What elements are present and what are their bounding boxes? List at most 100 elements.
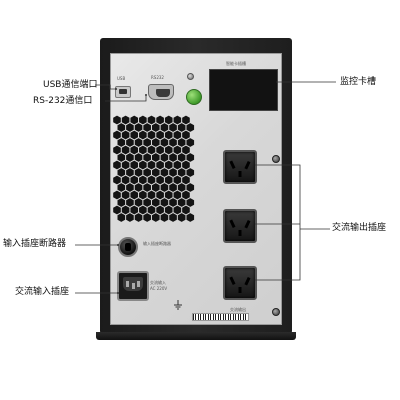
vent-hole bbox=[182, 130, 190, 140]
vent-hole bbox=[126, 123, 134, 132]
vent-hole bbox=[117, 153, 126, 162]
inlet-pin bbox=[137, 281, 140, 287]
vent-hole bbox=[147, 205, 156, 215]
vent-hole bbox=[169, 153, 177, 162]
vent-hole bbox=[164, 145, 173, 155]
vent-hole bbox=[151, 123, 160, 132]
vent-hole bbox=[143, 153, 151, 162]
vent-hole bbox=[177, 138, 186, 147]
green-reset-button[interactable] bbox=[186, 89, 202, 105]
vent-hole bbox=[177, 183, 186, 192]
screw-icon bbox=[187, 73, 194, 80]
callout-ac-output: 交流输出插座 bbox=[332, 223, 387, 233]
vent-hole bbox=[134, 213, 143, 222]
vent-hole bbox=[160, 153, 169, 162]
monitor-slot-print: 智能卡插槽 bbox=[226, 61, 246, 66]
vent-hole bbox=[143, 123, 151, 132]
vent-hole bbox=[182, 115, 190, 125]
vent-hole bbox=[164, 115, 173, 125]
vent-hole bbox=[169, 213, 177, 222]
vent-hole bbox=[177, 198, 186, 207]
vent-hole bbox=[186, 168, 195, 177]
ac-input-inlet[interactable] bbox=[117, 271, 149, 301]
vent-hole bbox=[126, 213, 134, 222]
vent-hole bbox=[147, 115, 156, 125]
inlet-pin bbox=[131, 283, 135, 289]
vent-hole bbox=[134, 153, 143, 162]
vent-hole bbox=[173, 115, 182, 125]
rs232-pins bbox=[156, 89, 170, 97]
usb-print: USB bbox=[117, 76, 126, 81]
vent-hole bbox=[130, 130, 139, 140]
vent-hole bbox=[186, 138, 195, 147]
vent-hole bbox=[173, 160, 182, 170]
vent-hole bbox=[164, 205, 173, 215]
output-print: 交流输出 bbox=[230, 307, 246, 312]
callout-monitor-slot: 监控卡槽 bbox=[340, 77, 377, 87]
vent-hole bbox=[169, 168, 177, 177]
vent-hole bbox=[164, 130, 173, 140]
barcode-label bbox=[192, 313, 249, 321]
vent-hole bbox=[151, 198, 160, 207]
vent-hole bbox=[130, 115, 139, 125]
vent-hole bbox=[169, 123, 177, 132]
inlet-socket bbox=[123, 277, 143, 291]
vent-hole bbox=[121, 130, 130, 140]
vent-hole bbox=[156, 175, 164, 185]
ac-output-outlet-2[interactable] bbox=[223, 209, 257, 243]
vent-hole bbox=[151, 168, 160, 177]
vent-hole bbox=[130, 175, 139, 185]
vent-hole bbox=[134, 138, 143, 147]
vent-hole bbox=[117, 213, 126, 222]
vent-hole bbox=[177, 153, 186, 162]
vent-hole bbox=[186, 183, 195, 192]
monitor-card-slot[interactable] bbox=[209, 69, 278, 111]
vent-hole bbox=[126, 168, 134, 177]
callout-usb-port: USB通信端口 bbox=[43, 80, 98, 90]
vent-hole bbox=[151, 138, 160, 147]
ac-output-outlet-3[interactable] bbox=[223, 266, 257, 300]
vent-hole bbox=[113, 205, 121, 215]
vent-hole bbox=[147, 160, 156, 170]
inlet-print: 交流输入 bbox=[150, 280, 166, 285]
rs232-print: RS232 bbox=[151, 75, 164, 80]
vent-hole bbox=[143, 138, 151, 147]
vent-hole bbox=[186, 198, 195, 207]
outlet-socket-icon bbox=[229, 276, 251, 293]
vent-hole bbox=[173, 130, 182, 140]
vent-hole bbox=[160, 123, 169, 132]
vent-hole bbox=[139, 145, 147, 155]
vent-hole bbox=[156, 160, 164, 170]
vent-hole bbox=[186, 213, 195, 222]
vent-hole bbox=[130, 160, 139, 170]
outlet-socket-icon bbox=[229, 219, 251, 236]
vent-hole bbox=[173, 190, 182, 200]
callout-ac-input: 交流输入插座 bbox=[15, 287, 70, 297]
vent-hole bbox=[126, 198, 134, 207]
rs232-port[interactable] bbox=[146, 83, 174, 100]
honeycomb-vent bbox=[113, 115, 195, 222]
vent-hole bbox=[182, 205, 190, 215]
vent-hole bbox=[143, 198, 151, 207]
vent-hole bbox=[186, 153, 195, 162]
breaker-print: 输入插座断路器 bbox=[143, 241, 171, 246]
vent-hole bbox=[156, 190, 164, 200]
vent-hole bbox=[160, 168, 169, 177]
vent-hole bbox=[182, 175, 190, 185]
vent-hole bbox=[177, 168, 186, 177]
vent-hole bbox=[173, 145, 182, 155]
usb-port[interactable] bbox=[115, 86, 131, 98]
vent-hole bbox=[113, 160, 121, 170]
vent-hole bbox=[126, 138, 134, 147]
vent-hole bbox=[182, 190, 190, 200]
vent-hole bbox=[121, 160, 130, 170]
vent-hole bbox=[130, 145, 139, 155]
ac-output-outlet-1[interactable] bbox=[223, 150, 257, 184]
vent-hole bbox=[173, 205, 182, 215]
vent-hole bbox=[121, 145, 130, 155]
vent-hole bbox=[177, 213, 186, 222]
input-breaker[interactable] bbox=[118, 237, 138, 257]
vent-hole bbox=[134, 168, 143, 177]
